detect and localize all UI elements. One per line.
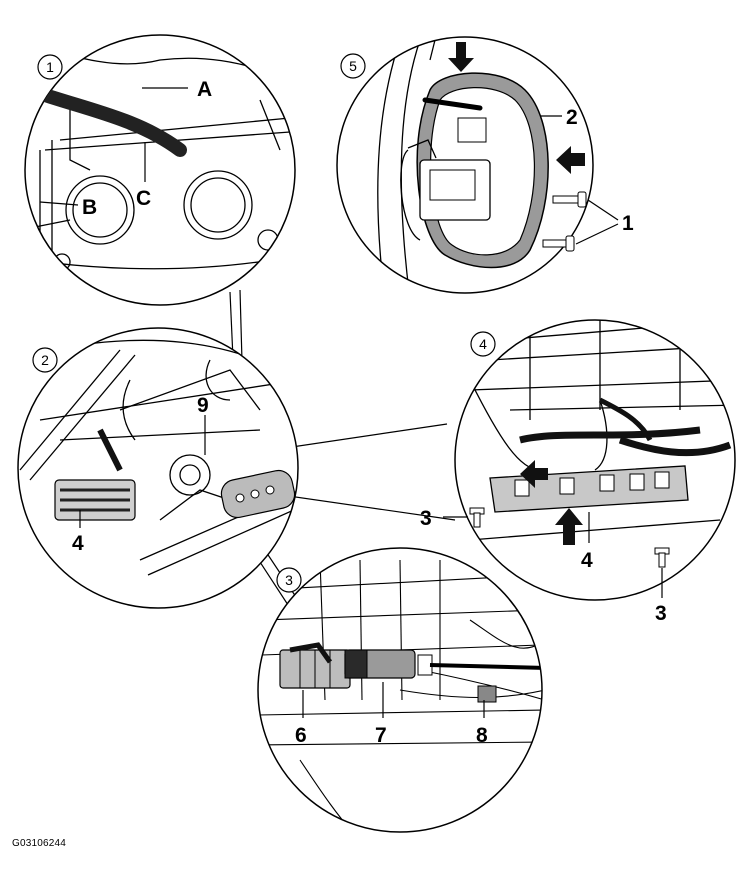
screw-icon <box>469 507 670 568</box>
callout-b: B <box>82 196 97 219</box>
step-label: 5 <box>349 58 357 74</box>
step-label: 3 <box>285 572 293 588</box>
detail-view-5: 5 2 1 <box>336 36 634 294</box>
step-label: 2 <box>41 352 49 368</box>
callout-6: 6 <box>295 724 307 747</box>
arrow-up-icon <box>555 508 583 545</box>
arrow-left-icon <box>556 146 585 174</box>
callout-8: 8 <box>476 724 488 747</box>
detail-view-2: 2 9 4 <box>17 327 299 609</box>
step-label: 1 <box>46 59 54 75</box>
detail-view-4: 4 3 4 3 <box>420 319 736 625</box>
callout-7: 7 <box>375 724 387 747</box>
callout-4: 4 <box>581 549 593 572</box>
detail-view-3: 3 6 7 8 <box>257 547 543 833</box>
screw-icon <box>542 191 587 252</box>
callout-9: 9 <box>197 394 209 417</box>
callout-c: C <box>136 187 151 210</box>
callout-3-right: 3 <box>655 602 667 625</box>
detail-view-1: 1 A B C <box>24 34 296 306</box>
step-label: 4 <box>479 336 487 352</box>
callout-4: 4 <box>72 532 84 555</box>
figure-id: G03106244 <box>12 838 67 849</box>
callout-1: 1 <box>622 212 634 235</box>
callout-a: A <box>197 78 212 101</box>
callout-2: 2 <box>566 106 578 129</box>
arrow-down-icon <box>448 42 474 72</box>
callout-3-left: 3 <box>420 507 432 530</box>
arrow-left-icon <box>520 460 548 488</box>
seat-side-cover <box>400 72 549 269</box>
